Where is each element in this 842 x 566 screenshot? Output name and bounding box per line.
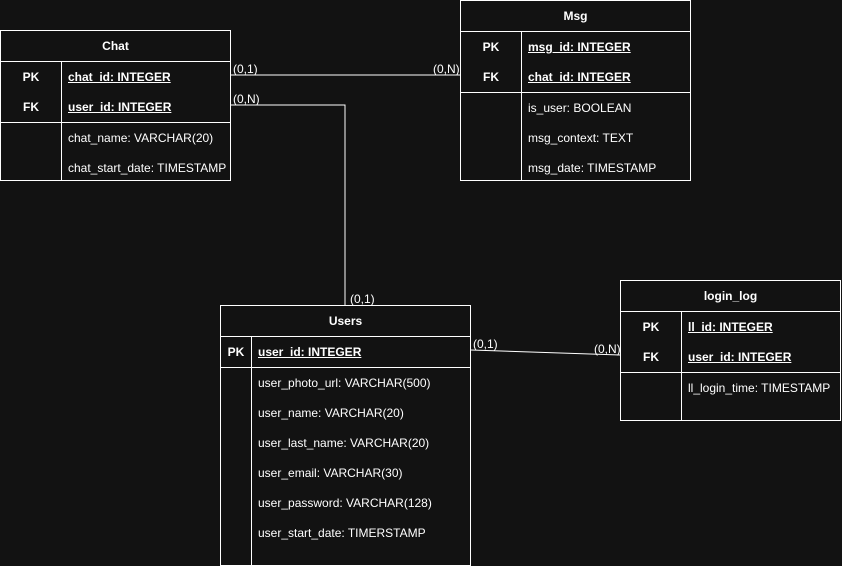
chat-column-divider	[61, 61, 62, 180]
users-attribute: user_start_date: TIMERSTAMP	[258, 526, 426, 540]
msg-entity-title: Msg	[461, 1, 690, 32]
chat-attribute-row: chat_start_date: TIMESTAMP	[1, 153, 230, 183]
cardinality-label-chat-users-chat: (0,N)	[233, 92, 260, 106]
login-log-entity[interactable]: login_log PK ll_id: INTEGER FK user_id: …	[620, 280, 841, 421]
login-log-key-label: FK	[643, 350, 659, 364]
msg-attribute: msg_context: TEXT	[528, 131, 634, 145]
chat-key-row: FK user_id: INTEGER	[1, 92, 230, 122]
users-attribute: user_email: VARCHAR(30)	[258, 466, 403, 480]
users-attribute: user_last_name: VARCHAR(20)	[258, 436, 430, 450]
msg-entity[interactable]: Msg PK msg_id: INTEGER FK chat_id: INTEG…	[460, 0, 691, 181]
chat-key-label: FK	[23, 100, 39, 114]
login-log-key-label: PK	[642, 320, 660, 334]
login-log-key-row: FK user_id: INTEGER	[621, 342, 840, 372]
chat-key-label: PK	[22, 70, 40, 84]
users-attribute-row: user_name: VARCHAR(20)	[221, 398, 470, 428]
chat-attribute: chat_start_date: TIMESTAMP	[68, 161, 227, 175]
cardinality-label-chat-msg-chat: (0,1)	[233, 62, 258, 76]
msg-key-field: chat_id: INTEGER	[528, 70, 631, 84]
users-entity-title: Users	[221, 306, 470, 337]
login-log-keys-section: PK ll_id: INTEGER FK user_id: INTEGER	[621, 312, 840, 373]
users-column-divider	[251, 336, 252, 565]
users-attribute: user_name: VARCHAR(20)	[258, 406, 404, 420]
msg-attributes-section: is_user: BOOLEAN msg_context: TEXT msg_d…	[461, 93, 690, 183]
users-attribute-row: user_email: VARCHAR(30)	[221, 458, 470, 488]
msg-attribute-row: msg_date: TIMESTAMP	[461, 153, 690, 183]
login-log-attribute-row: ll_login_time: TIMESTAMP	[621, 373, 840, 403]
users-keys-section: PK user_id: INTEGER	[221, 337, 470, 368]
chat-key-row: PK chat_id: INTEGER	[1, 62, 230, 92]
login-log-key-field: user_id: INTEGER	[688, 350, 792, 364]
msg-key-label: FK	[483, 70, 499, 84]
msg-keys-section: PK msg_id: INTEGER FK chat_id: INTEGER	[461, 32, 690, 93]
chat-users-relationship-line	[231, 104, 346, 305]
cardinality-label-chat-users-users: (0,1)	[350, 292, 375, 306]
chat-entity[interactable]: Chat PK chat_id: INTEGER FK user_id: INT…	[0, 30, 231, 181]
chat-entity-title: Chat	[1, 31, 230, 62]
msg-attribute-row: msg_context: TEXT	[461, 123, 690, 153]
msg-attribute: msg_date: TIMESTAMP	[528, 161, 657, 175]
users-attribute: user_password: VARCHAR(128)	[258, 496, 432, 510]
login-log-attributes-section: ll_login_time: TIMESTAMP	[621, 373, 840, 403]
users-key-label: PK	[227, 345, 245, 359]
chat-attribute-row: chat_name: VARCHAR(20)	[1, 123, 230, 153]
msg-column-divider	[521, 31, 522, 180]
login-log-entity-title: login_log	[621, 281, 840, 312]
login-log-attribute: ll_login_time: TIMESTAMP	[688, 381, 831, 395]
cardinality-label-chat-msg-msg: (0,N)	[433, 62, 460, 76]
users-attribute-row: user_start_date: TIMERSTAMP	[221, 518, 470, 548]
users-login-log-relationship-line	[470, 349, 621, 356]
msg-attribute: is_user: BOOLEAN	[528, 101, 632, 115]
users-attribute: user_photo_url: VARCHAR(500)	[258, 376, 431, 390]
msg-key-row: PK msg_id: INTEGER	[461, 32, 690, 62]
chat-attributes-section: chat_name: VARCHAR(20) chat_start_date: …	[1, 123, 230, 183]
login-log-key-field: ll_id: INTEGER	[688, 320, 773, 334]
chat-key-field: chat_id: INTEGER	[68, 70, 171, 84]
cardinality-label-users-login-users: (0,1)	[473, 337, 498, 351]
chat-attribute: chat_name: VARCHAR(20)	[68, 131, 214, 145]
users-attribute-row: user_password: VARCHAR(128)	[221, 488, 470, 518]
users-attributes-section: user_photo_url: VARCHAR(500) user_name: …	[221, 368, 470, 548]
users-entity[interactable]: Users PK user_id: INTEGER user_photo_url…	[220, 305, 471, 566]
users-attribute-row: user_last_name: VARCHAR(20)	[221, 428, 470, 458]
login-log-key-row: PK ll_id: INTEGER	[621, 312, 840, 342]
msg-key-row: FK chat_id: INTEGER	[461, 62, 690, 92]
chat-key-field: user_id: INTEGER	[68, 100, 172, 114]
msg-attribute-row: is_user: BOOLEAN	[461, 93, 690, 123]
login-log-column-divider	[681, 311, 682, 420]
msg-key-label: PK	[482, 40, 500, 54]
cardinality-label-users-login-log: (0,N)	[594, 342, 621, 356]
chat-keys-section: PK chat_id: INTEGER FK user_id: INTEGER	[1, 62, 230, 123]
users-key-row: PK user_id: INTEGER	[221, 337, 470, 367]
users-key-field: user_id: INTEGER	[258, 345, 362, 359]
msg-key-field: msg_id: INTEGER	[528, 40, 631, 54]
users-attribute-row: user_photo_url: VARCHAR(500)	[221, 368, 470, 398]
